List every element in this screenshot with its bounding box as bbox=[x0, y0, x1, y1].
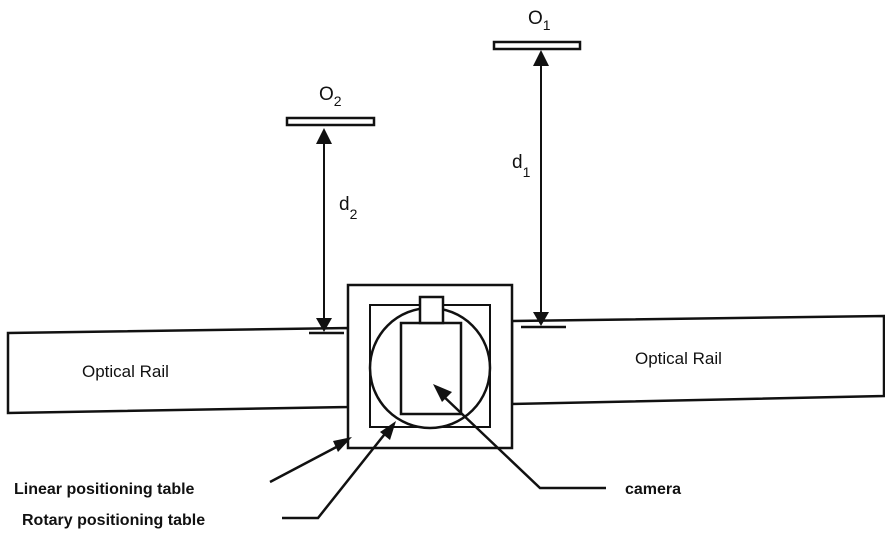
distance-d1-label: d1 bbox=[512, 152, 531, 180]
object-o1-label: O1 bbox=[528, 8, 551, 33]
distance-d2-label: d2 bbox=[339, 194, 358, 222]
camera-callout-arrow bbox=[433, 384, 606, 490]
camera-body bbox=[399, 321, 463, 416]
right-rail-label: Optical Rail bbox=[635, 349, 722, 368]
left-optical-rail bbox=[6, 326, 350, 415]
camera-label: camera bbox=[625, 481, 681, 498]
distance-d2-arrow bbox=[309, 128, 344, 335]
camera-lens bbox=[418, 295, 445, 325]
object-o1-plate bbox=[492, 40, 582, 51]
linear-table-callout-arrow bbox=[269, 437, 352, 484]
left-rail-label: Optical Rail bbox=[82, 362, 169, 381]
linear-table-label: Linear positioning table bbox=[14, 481, 195, 498]
rotary-table-callout-arrow bbox=[282, 421, 396, 520]
distance-d1-arrow bbox=[521, 50, 566, 329]
rotary-table-label: Rotary positioning table bbox=[22, 512, 205, 529]
object-o2-label: O2 bbox=[319, 84, 342, 109]
object-o2-plate bbox=[285, 116, 376, 127]
